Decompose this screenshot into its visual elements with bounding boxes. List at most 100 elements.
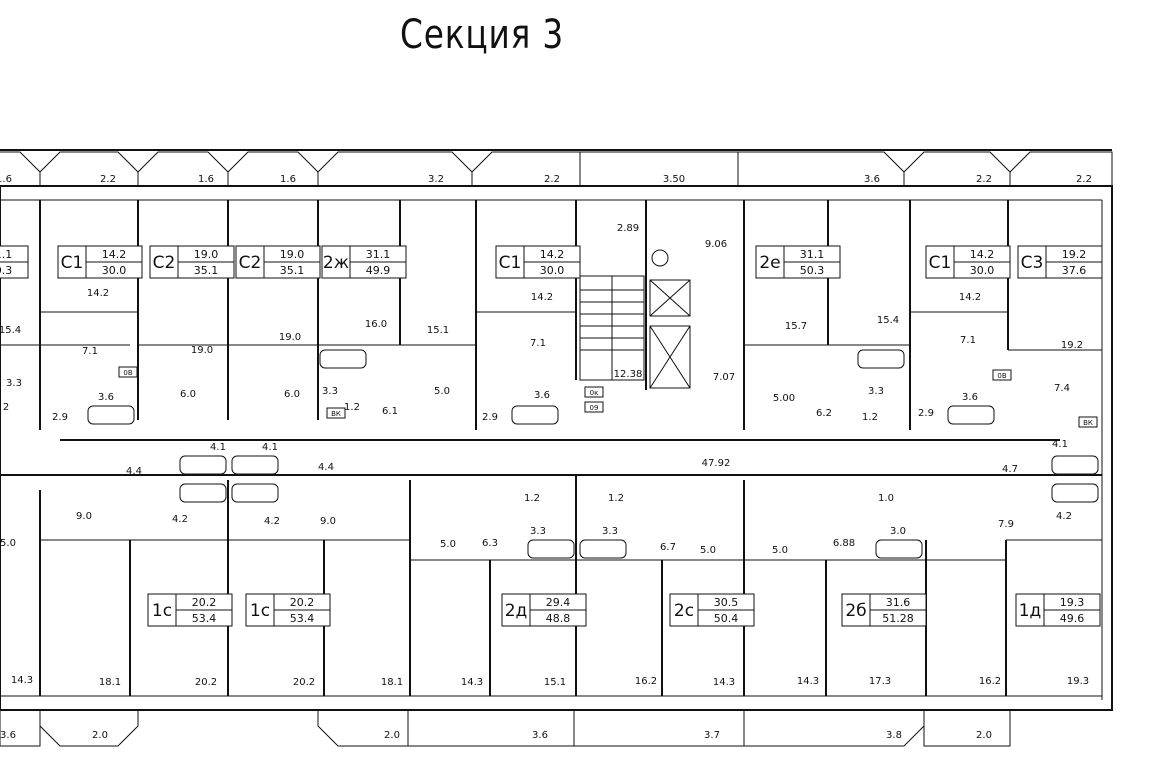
top-apartment-3: С2 19.0 35.1 <box>235 245 321 279</box>
room-area-label: 2.89 <box>617 223 639 234</box>
apartment-total-area: 35.1 <box>280 264 305 277</box>
small-room-area: 7.4 <box>1054 383 1070 394</box>
small-room-area: 1.2 <box>524 493 540 504</box>
small-room-area: 7.07 <box>713 372 735 383</box>
room-area-label: 19.2 <box>1061 340 1083 351</box>
room-area-label: 15.4 <box>0 325 21 336</box>
room-area-label: 16.2 <box>635 676 657 687</box>
top-apartment-0: 31.150.3 <box>0 245 29 279</box>
fixture-code-tag: ВК <box>1078 416 1098 428</box>
fixture-code-box <box>118 366 138 378</box>
fixture-code-box <box>1078 416 1098 428</box>
fixture-code-text: ВК <box>331 410 341 418</box>
apartment-code: С2 <box>239 253 262 273</box>
fixture-code-tag: 0В <box>118 366 138 378</box>
apartment-total-area: 35.1 <box>194 264 219 277</box>
apartment-living-area: 14.2 <box>970 248 995 261</box>
apartment-code: С2 <box>153 253 176 273</box>
top-balcony-area: 3.2 <box>428 174 444 185</box>
fixture-code-tag: 0В <box>992 369 1012 381</box>
top-balcony-area: 1.6 <box>0 174 12 185</box>
apartment-code: С1 <box>499 253 522 273</box>
apartment-code: 1с <box>152 601 172 621</box>
small-room-area: 6.0 <box>180 389 196 400</box>
room-area-label: 20.2 <box>293 677 315 688</box>
small-room-area: 7.1 <box>82 346 98 357</box>
apartment-living-area: 31.1 <box>800 248 825 261</box>
small-room-area: 1.2 <box>608 493 624 504</box>
small-room-area: 3.3 <box>530 526 546 537</box>
room-area-label: 14.2 <box>87 288 109 299</box>
section-title: Секция 3 <box>400 12 565 58</box>
small-room-area: 2 <box>3 402 9 413</box>
top-balcony-area: 2.2 <box>100 174 116 185</box>
apartment-living-area: 19.0 <box>280 248 305 261</box>
fixture-code-tag: 0к <box>584 386 604 398</box>
apartment-living-area: 20.2 <box>290 596 315 609</box>
room-area-label: 20.2 <box>195 677 217 688</box>
small-room-area: 3.0 <box>890 526 906 537</box>
top-balcony-area: 2.2 <box>976 174 992 185</box>
apartment-total-area: 30.0 <box>102 264 127 277</box>
small-room-area: 3.3 <box>868 386 884 397</box>
bottom-balconies <box>0 710 1011 747</box>
apartment-total-area: 30.0 <box>540 264 565 277</box>
apartment-label-boxes-top: 31.150.3С114.230.0С219.035.1С219.035.12ж… <box>0 245 1103 279</box>
small-room-area: 5.0 <box>440 539 456 550</box>
fixture-code-text: 0В <box>997 372 1006 380</box>
apartment-code: 1с <box>250 601 270 621</box>
small-room-area: 1.2 <box>862 412 878 423</box>
small-room-area: 4.1 <box>1052 439 1068 450</box>
room-area-label: 14.2 <box>959 292 981 303</box>
fixture-code-box <box>584 386 604 398</box>
small-room-area: 5.00 <box>773 393 795 404</box>
small-room-area: 5.0 <box>0 538 16 549</box>
room-area-label: 16.2 <box>979 676 1001 687</box>
small-room-area: 6.3 <box>482 538 498 549</box>
fixture-code-box <box>584 401 604 413</box>
fixture-code-text: 0к <box>590 389 599 397</box>
small-room-area: 1.0 <box>878 493 894 504</box>
small-room-area: 7.9 <box>998 519 1014 530</box>
apartment-code: 2д <box>505 601 528 621</box>
small-room-area: 5.0 <box>434 386 450 397</box>
small-room-area: 6.88 <box>833 538 855 549</box>
top-balcony-area: 3.50 <box>663 174 685 185</box>
room-area-label: 14.3 <box>461 677 483 688</box>
apartment-total-area: 49.9 <box>366 264 391 277</box>
fixture-code-tag: ВК <box>326 407 346 419</box>
small-room-area: 6.2 <box>816 408 832 419</box>
room-area-label: 17.3 <box>869 676 891 687</box>
apartment-code: С1 <box>929 253 952 273</box>
apartment-total-area: 30.0 <box>970 264 995 277</box>
apartment-living-area: 20.2 <box>192 596 217 609</box>
small-room-area: 7.1 <box>530 338 546 349</box>
bottom-balcony-area: 2.0 <box>384 730 400 741</box>
apartment-living-area: 31.1 <box>0 248 12 261</box>
small-room-area: 3.6 <box>98 392 114 403</box>
small-room-area: 6.7 <box>660 542 676 553</box>
apartment-living-area: 30.5 <box>714 596 739 609</box>
apartment-code: 2с <box>674 601 694 621</box>
small-room-area: 2.9 <box>918 408 934 419</box>
apartment-code: 2ж <box>323 253 349 273</box>
top-balconies <box>0 151 1113 187</box>
fixture-code-tag: 09 <box>584 401 604 413</box>
small-room-area: 4.1 <box>210 442 226 453</box>
room-area-label: 15.1 <box>544 677 566 688</box>
fixture-code-text: 0В <box>123 369 132 377</box>
apartment-code: 2е <box>759 253 780 273</box>
apartment-total-area: 50.3 <box>800 264 825 277</box>
small-room-area: 12.38 <box>614 369 643 380</box>
room-area-label: 15.4 <box>877 315 899 326</box>
small-room-area: 3.6 <box>534 390 550 401</box>
apartment-total-area: 50.4 <box>714 612 739 625</box>
small-room-area: 4.2 <box>264 516 280 527</box>
room-area-label: 14.2 <box>531 292 553 303</box>
room-area-label: 14.3 <box>11 675 33 686</box>
